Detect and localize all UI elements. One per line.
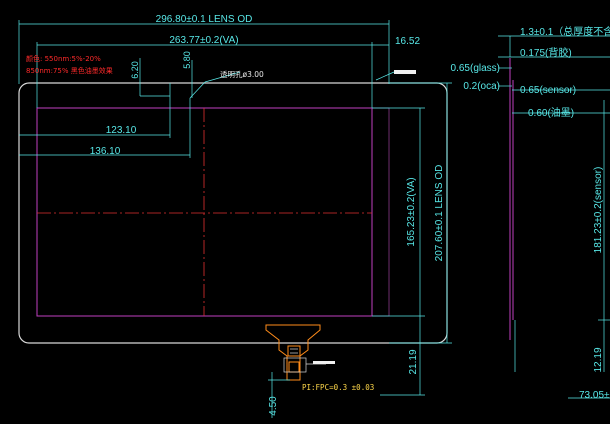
- side-view: 1.3±0.1（总厚度不含FPC） 0.175(背胶) 0.65(glass) …: [451, 25, 610, 401]
- dim-horizontal-offsets: [19, 96, 191, 158]
- va-height-label: 165.23±0.2(VA): [406, 177, 417, 246]
- top-offset-a-label: 6.20: [130, 61, 140, 79]
- color-note-line2: 850nm:75% 黑色油墨效果: [26, 66, 113, 75]
- side-leaders: [498, 35, 610, 399]
- fpc-marker: [313, 361, 335, 364]
- dim-top-offsets: [139, 58, 241, 99]
- bottom-left-label: 4.50: [268, 396, 279, 416]
- oca-label: 0.2(oca): [463, 81, 500, 92]
- glass-label: 0.65(glass): [451, 63, 500, 74]
- lens-od-width-label: 296.80±0.1 LENS OD: [156, 14, 253, 25]
- total-thickness-label: 1.3±0.1（总厚度不含FPC）: [520, 25, 610, 38]
- dim-bottom-left: [268, 372, 290, 418]
- top-offset-b-label: 5.80: [182, 51, 192, 69]
- dim-123-label: 123.10: [106, 125, 137, 136]
- dim-lens-od-width: [18, 20, 390, 84]
- sensor-height-label: 181.23±0.2(sensor): [593, 167, 604, 254]
- bottom-gap-label: 12.19: [593, 347, 604, 372]
- lens-od-height-label: 207.60±0.1 LENS OD: [434, 165, 445, 262]
- bottom-right-label: 21.19: [408, 349, 419, 374]
- side-profile: [509, 58, 514, 340]
- color-note-line1: 颜色: 550nm:5%-20%: [26, 54, 101, 63]
- bottom-width-label: 73.05±: [579, 390, 610, 401]
- dim-va-width: [36, 42, 389, 108]
- dim-right-verticals: [372, 82, 452, 396]
- va-width-label: 263.77±0.2(VA): [169, 35, 238, 46]
- glue-label: 0.175(背胶): [520, 46, 572, 59]
- front-view: 296.80±0.1 LENS OD 263.77±0.2(VA) 16.52 …: [18, 14, 452, 418]
- fpc-note: PI:FPC=0.3 ±0.03: [302, 383, 374, 392]
- ink-label: 0.60(油墨): [528, 106, 574, 119]
- view-area-outline: [36, 107, 373, 317]
- sensor-label: 0.65(sensor): [520, 85, 576, 96]
- hole-note: 透明孔ø3.00: [220, 70, 264, 79]
- alignment-mark: [394, 70, 416, 74]
- right-offset-label: 16.52: [395, 36, 420, 47]
- dim-136-label: 136.10: [90, 146, 121, 157]
